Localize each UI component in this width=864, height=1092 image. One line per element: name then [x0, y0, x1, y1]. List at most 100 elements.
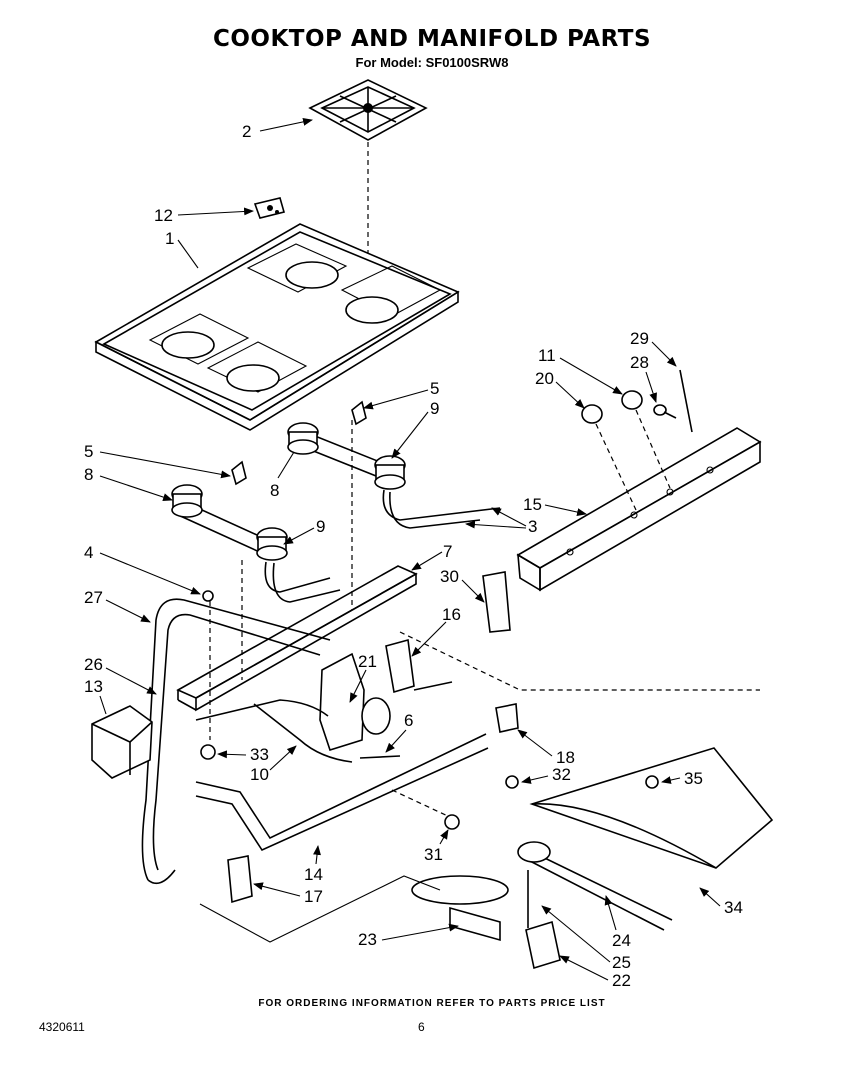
- igniter-part: [411, 875, 509, 942]
- right-burner-assembly: [287, 400, 501, 529]
- callout-label: 14: [304, 865, 323, 884]
- callout-label: 32: [552, 765, 571, 784]
- page-title: COOKTOP AND MANIFOLD PARTS: [212, 26, 652, 52]
- callout-34: 34: [699, 887, 743, 917]
- callout-27: 27: [84, 588, 151, 623]
- callout-label: 18: [556, 748, 575, 767]
- callout-35: 35: [661, 769, 703, 788]
- callout-32: 32: [521, 765, 571, 784]
- callout-label: 15: [523, 495, 542, 514]
- callout-label: 1: [165, 229, 174, 248]
- callout-30: 30: [440, 567, 485, 603]
- callout-9: 9: [391, 399, 439, 459]
- callout-label: 9: [316, 517, 325, 536]
- callout-label: 5: [84, 442, 93, 461]
- screw-part: [444, 814, 460, 830]
- callout-label: 5: [430, 379, 439, 398]
- callout-16: 16: [411, 605, 461, 657]
- callout-6: 6: [385, 711, 413, 753]
- valve-parts: [581, 369, 693, 433]
- callout-21: 21: [349, 652, 377, 703]
- wire-part: [195, 699, 329, 721]
- callout-33: 33: [217, 745, 269, 764]
- callout-label: 25: [612, 953, 631, 972]
- callout-23: 23: [358, 923, 459, 949]
- callout-label: 8: [84, 465, 93, 484]
- callout-8: 8: [270, 451, 295, 500]
- wire-part: [253, 703, 353, 763]
- callout-11: 11: [538, 346, 623, 395]
- callout-label: 21: [358, 652, 377, 671]
- callout-label: 6: [404, 711, 413, 730]
- manifold-part: [516, 427, 762, 592]
- callout-14: 14: [304, 845, 323, 884]
- callout-2: 2: [242, 117, 313, 141]
- callout-5: 5: [363, 379, 439, 410]
- callout-label: 29: [630, 329, 649, 348]
- callout-label: 9: [430, 399, 439, 418]
- ordering-note: FOR ORDERING INFORMATION REFER TO PARTS …: [258, 998, 606, 1009]
- callout-label: 24: [612, 931, 631, 950]
- callout-label: 3: [528, 517, 537, 536]
- callout-label: 10: [250, 765, 269, 784]
- callout-13: 13: [84, 677, 107, 715]
- callout-17: 17: [253, 882, 323, 906]
- callout-label: 2: [242, 122, 251, 141]
- cooktop-part: [94, 223, 460, 431]
- callout-3: 3: [465, 507, 537, 536]
- callout-label: 8: [270, 481, 279, 500]
- pressure-regulator-part: [91, 705, 153, 779]
- bracket-part: [482, 571, 511, 633]
- screw-part: [505, 775, 519, 789]
- callout-4: 4: [84, 543, 201, 595]
- callout-label: 35: [684, 769, 703, 788]
- bracket-part: [495, 703, 519, 733]
- valve-alignment-line: [595, 423, 637, 511]
- callout-label: 28: [630, 353, 649, 372]
- oven-burner-tube-part: [195, 733, 489, 852]
- burner-grate-part: [308, 79, 428, 141]
- callout-22: 22: [559, 955, 631, 990]
- callout-28: 28: [630, 353, 657, 403]
- callout-label: 7: [443, 542, 452, 561]
- clip-part: [253, 197, 285, 219]
- callout-29: 29: [630, 329, 677, 367]
- callout-24: 24: [604, 895, 631, 950]
- callout-label: 12: [154, 206, 173, 225]
- callout-label: 31: [424, 845, 443, 864]
- bracket-part: [227, 855, 253, 904]
- left-burner-assembly: [171, 460, 341, 603]
- callout-label: 16: [442, 605, 461, 624]
- gas-tubing-part: [141, 598, 331, 885]
- callout-12: 12: [154, 206, 254, 225]
- burner-bracket-part: [176, 565, 418, 712]
- callout-20: 20: [535, 369, 585, 409]
- callout-18: 18: [517, 729, 575, 767]
- callout-label: 20: [535, 369, 554, 388]
- callout-label: 23: [358, 930, 377, 949]
- callout-label: 4: [84, 543, 93, 562]
- callout-label: 11: [538, 346, 556, 365]
- wire-part: [199, 875, 441, 943]
- callout-26: 26: [84, 655, 157, 695]
- model-subtitle: For Model: SF0100SRW8: [355, 55, 509, 70]
- grommet-part: [200, 744, 216, 760]
- oven-valve-part: [319, 631, 760, 751]
- callout-7: 7: [411, 542, 452, 571]
- document-number: 4320611: [39, 1020, 85, 1034]
- callout-label: 34: [724, 898, 743, 917]
- callout-5: 5: [84, 442, 231, 479]
- callout-label: 13: [84, 677, 103, 696]
- callout-label: 27: [84, 588, 103, 607]
- burner-shield-part: [529, 747, 774, 869]
- page-number: 6: [418, 1020, 425, 1034]
- callout-label: 30: [440, 567, 459, 586]
- callout-25: 25: [541, 905, 631, 972]
- callout-15: 15: [523, 495, 587, 516]
- wire-part: [359, 755, 401, 759]
- callout-10: 10: [250, 745, 297, 784]
- callout-8: 8: [84, 465, 173, 501]
- callout-label: 17: [304, 887, 323, 906]
- callout-1: 1: [165, 229, 199, 269]
